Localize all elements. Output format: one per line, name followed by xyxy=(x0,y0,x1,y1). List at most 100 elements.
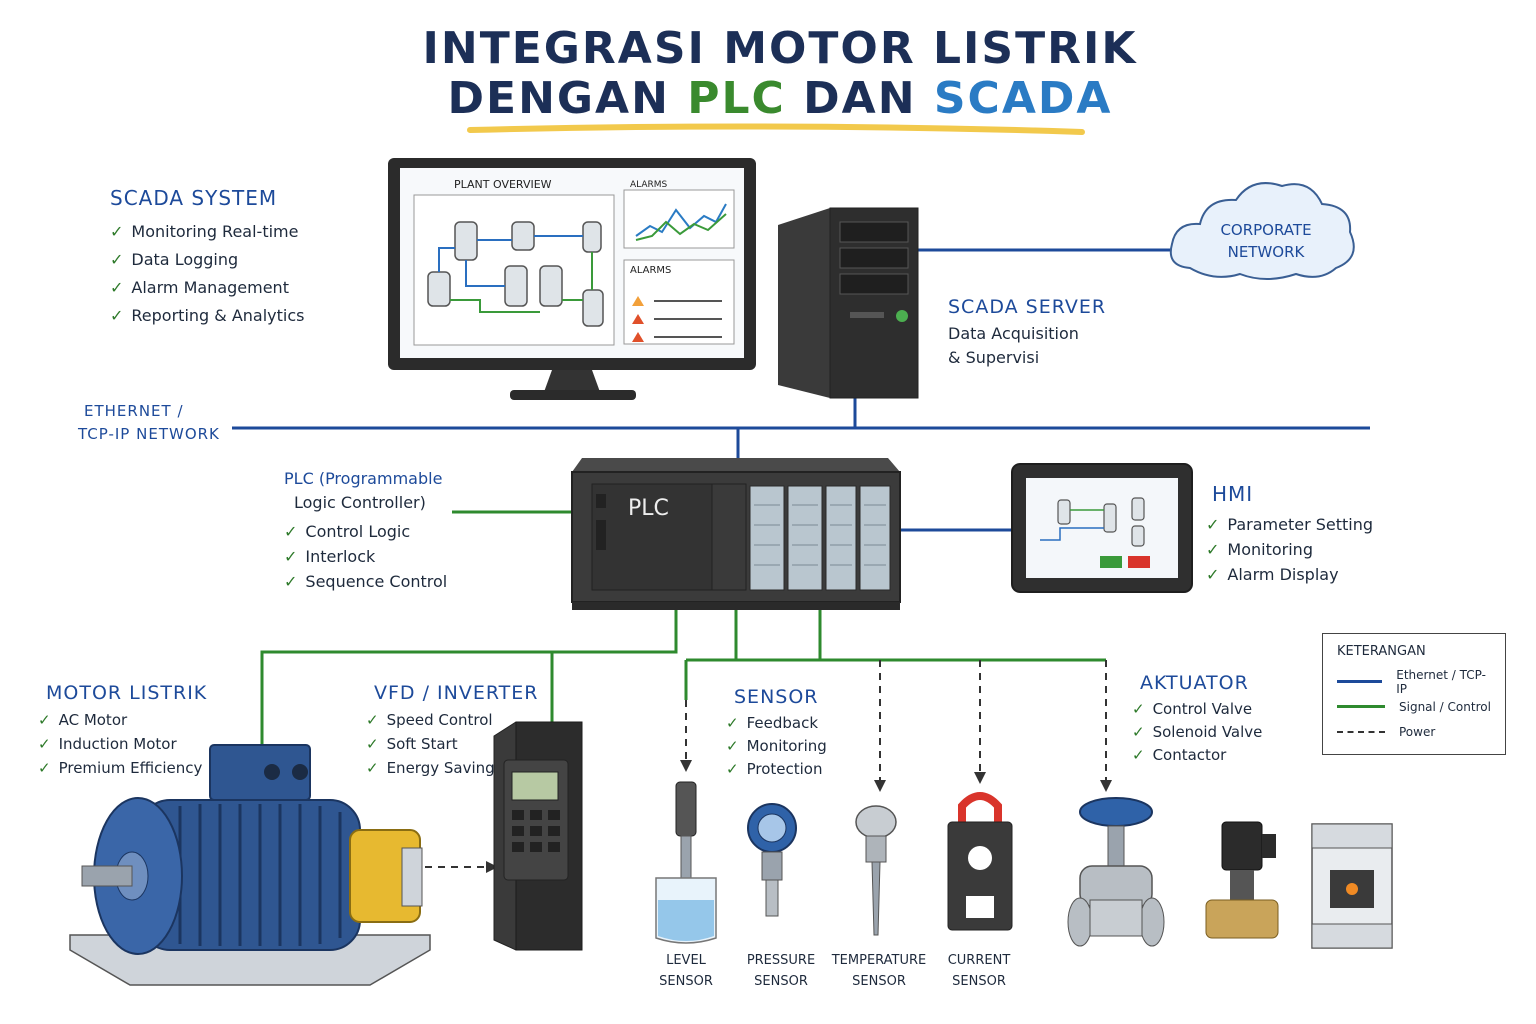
check-icon: ✓ xyxy=(1206,540,1219,559)
sensor-list: ✓Feedback ✓Monitoring ✓Protection xyxy=(726,712,827,781)
check-icon: ✓ xyxy=(110,250,123,269)
title-line-2: DENGAN PLC DAN SCADA xyxy=(380,74,1180,124)
scada-system-block: SCADA SYSTEM ✓Monitoring Real-time ✓Data… xyxy=(110,186,305,330)
check-icon: ✓ xyxy=(1206,565,1219,584)
plc-list: ✓Control Logic ✓Interlock ✓Sequence Cont… xyxy=(284,519,447,594)
plc-block: PLC (Programmable Logic Controller) ✓Con… xyxy=(284,467,447,594)
corporate-network-label: CORPORATE NETWORK xyxy=(1196,219,1336,263)
list-item: ✓Protection xyxy=(726,758,827,781)
plc-device-label: PLC xyxy=(628,496,669,521)
motor-block: MOTOR LISTRIK ✓AC Motor ✓Induction Motor… xyxy=(38,682,207,780)
list-item: ✓Reporting & Analytics xyxy=(110,302,305,330)
list-item: ✓Premium Efficiency xyxy=(38,756,207,780)
legend-box: KETERANGAN Ethernet / TCP-IP Signal / Co… xyxy=(1322,633,1506,755)
ethernet-network-label: ETHERNET / TCP-IP NETWORK xyxy=(78,400,220,446)
title-part-dan: DAN xyxy=(786,73,934,124)
check-icon: ✓ xyxy=(1206,515,1219,534)
scada-server-title: SCADA SERVER xyxy=(948,296,1106,318)
plc-title-2: Logic Controller) xyxy=(284,491,447,515)
alarms-top-label: ALARMS xyxy=(630,180,667,190)
check-icon: ✓ xyxy=(726,714,739,732)
title-part-scada: SCADA xyxy=(934,73,1113,124)
page-title: INTEGRASI MOTOR LISTRIK DENGAN PLC DAN S… xyxy=(380,24,1180,124)
plc-rack xyxy=(572,458,900,610)
control-valve-device xyxy=(1068,798,1164,946)
list-item: ✓Alarm Management xyxy=(110,274,305,302)
check-icon: ✓ xyxy=(1132,746,1145,764)
pressure-sensor-device xyxy=(748,804,796,916)
list-item: ✓Soft Start xyxy=(366,732,539,756)
check-icon: ✓ xyxy=(38,711,51,729)
check-icon: ✓ xyxy=(284,547,297,566)
list-item: ✓Interlock xyxy=(284,544,447,569)
list-item: ✓Data Logging xyxy=(110,246,305,274)
list-item: ✓Control Valve xyxy=(1132,698,1262,721)
check-icon: ✓ xyxy=(38,735,51,753)
list-item: ✓Alarm Display xyxy=(1206,562,1373,587)
contactor-device xyxy=(1312,824,1392,948)
vfd-block: VFD / INVERTER ✓Speed Control ✓Soft Star… xyxy=(366,682,539,780)
check-icon: ✓ xyxy=(110,278,123,297)
temperature-sensor-device xyxy=(856,806,896,935)
title-line-1: INTEGRASI MOTOR LISTRIK xyxy=(380,24,1180,74)
check-icon: ✓ xyxy=(1132,723,1145,741)
hmi-block: HMI ✓Parameter Setting ✓Monitoring ✓Alar… xyxy=(1206,482,1373,587)
legend-row-ethernet: Ethernet / TCP-IP xyxy=(1337,669,1491,694)
list-item: ✓Parameter Setting xyxy=(1206,512,1373,537)
hmi-title: HMI xyxy=(1206,482,1373,506)
level-sensor-device xyxy=(656,782,716,943)
vfd-list: ✓Speed Control ✓Soft Start ✓Energy Savin… xyxy=(366,708,539,780)
check-icon: ✓ xyxy=(38,759,51,777)
scada-system-list: ✓Monitoring Real-time ✓Data Logging ✓Ala… xyxy=(110,218,305,330)
check-icon: ✓ xyxy=(284,522,297,541)
hmi-panel xyxy=(1012,464,1192,592)
check-icon: ✓ xyxy=(366,735,379,753)
vfd-title: VFD / INVERTER xyxy=(366,682,539,704)
check-icon: ✓ xyxy=(1132,700,1145,718)
check-icon: ✓ xyxy=(110,306,123,325)
check-icon: ✓ xyxy=(726,737,739,755)
check-icon: ✓ xyxy=(366,759,379,777)
list-item: ✓Control Logic xyxy=(284,519,447,544)
list-item: ✓Contactor xyxy=(1132,744,1262,767)
current-sensor-device xyxy=(948,796,1012,930)
check-icon: ✓ xyxy=(110,222,123,241)
legend-row-signal: Signal / Control xyxy=(1337,694,1491,719)
motor-title: MOTOR LISTRIK xyxy=(38,682,207,704)
title-part-dengan: DENGAN xyxy=(448,73,688,124)
list-item: ✓Speed Control xyxy=(366,708,539,732)
legend-swatch-ethernet xyxy=(1337,680,1382,683)
aktuator-list: ✓Control Valve ✓Solenoid Valve ✓Contacto… xyxy=(1132,698,1262,767)
check-icon: ✓ xyxy=(284,572,297,591)
scada-monitor xyxy=(388,158,756,400)
scada-server-tower xyxy=(778,208,918,398)
check-icon: ✓ xyxy=(366,711,379,729)
hmi-list: ✓Parameter Setting ✓Monitoring ✓Alarm Di… xyxy=(1206,512,1373,587)
list-item: ✓Monitoring xyxy=(726,735,827,758)
title-underline xyxy=(470,126,1082,132)
title-part-plc: PLC xyxy=(687,73,786,124)
plc-title-1: PLC (Programmable xyxy=(284,467,447,491)
list-item: ✓Induction Motor xyxy=(38,732,207,756)
legend-swatch-signal xyxy=(1337,705,1385,708)
sensor-block: SENSOR ✓Feedback ✓Monitoring ✓Protection xyxy=(726,686,827,781)
electric-motor xyxy=(70,745,430,985)
alarms-label: ALARMS xyxy=(630,265,671,276)
legend-row-power: Power xyxy=(1337,719,1491,744)
plant-overview-label: PLANT OVERVIEW xyxy=(454,178,552,191)
scada-server-block: SCADA SERVER Data Acquisition & Supervis… xyxy=(948,296,1106,370)
legend-swatch-power xyxy=(1337,731,1385,733)
list-item: ✓Sequence Control xyxy=(284,569,447,594)
scada-server-desc-2: & Supervisi xyxy=(948,346,1106,370)
aktuator-title: AKTUATOR xyxy=(1132,672,1262,694)
list-item: ✓Monitoring Real-time xyxy=(110,218,305,246)
scada-system-title: SCADA SYSTEM xyxy=(110,186,305,210)
list-item: ✓Feedback xyxy=(726,712,827,735)
sensor-title: SENSOR xyxy=(726,686,827,708)
list-item: ✓Energy Saving xyxy=(366,756,539,780)
solenoid-valve-device xyxy=(1206,822,1278,938)
list-item: ✓Solenoid Valve xyxy=(1132,721,1262,744)
